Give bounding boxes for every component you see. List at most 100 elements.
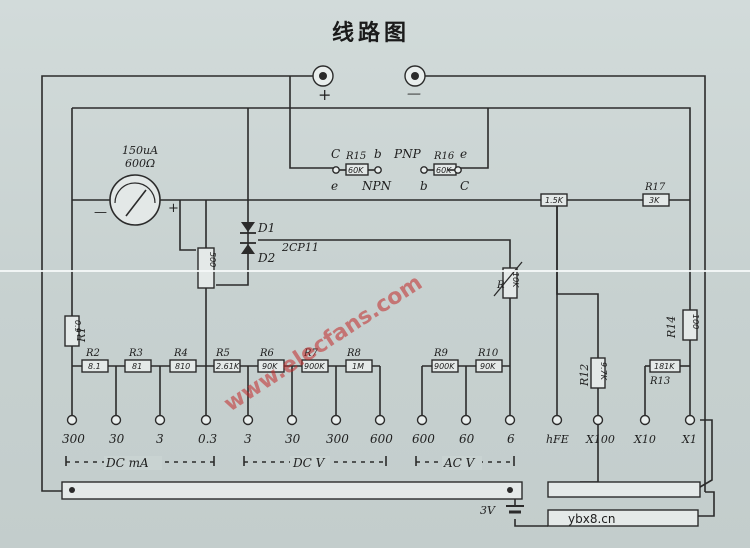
range-label: 600 [370, 432, 393, 446]
negative-terminal[interactable]: — [404, 65, 426, 102]
group-label-acv: AC V [443, 456, 476, 470]
range-pin-hfe[interactable] [551, 414, 563, 426]
range-label: 3 [156, 432, 164, 446]
range-label: X1 [681, 433, 697, 446]
resistor-r17: 3K R17 [642, 182, 670, 207]
pnp-b-label: b [420, 179, 428, 193]
range-pin-dcv-30[interactable] [286, 414, 298, 426]
npn-label: NPN [361, 179, 392, 193]
r2-label: R2 [85, 348, 100, 359]
range-switch-bar[interactable] [61, 481, 523, 500]
resistor-r7: 900K R7 [301, 348, 329, 373]
socket-pin-e[interactable] [454, 166, 462, 174]
range-pin-dcv-300[interactable] [330, 414, 342, 426]
range-pin-x100[interactable] [592, 414, 604, 426]
meter-negative: — [94, 205, 107, 220]
r15-value: 60K [348, 166, 364, 175]
diode-d1: D1 [240, 221, 275, 235]
battery-switch-bar[interactable] [547, 509, 699, 527]
r2-value: 8.1 [88, 362, 101, 371]
range-pin-dcv-3[interactable] [242, 414, 254, 426]
resistor-r8: 1M R8 [345, 348, 373, 373]
diode-part-label: 2CP11 [281, 241, 319, 254]
resistor-r1: 0.9 R1 [64, 315, 88, 347]
diagram-title: 线路图 [332, 20, 410, 46]
range-label: hFE [546, 433, 569, 446]
r3-value: 81 [132, 362, 142, 371]
npn-e-label: e [331, 179, 338, 193]
resistor-r13: 181K R13 [649, 359, 681, 387]
d2-label: D2 [257, 251, 275, 265]
range-pin-acv-600[interactable] [416, 414, 428, 426]
resistor-r12: 9.7K R12 [578, 357, 608, 389]
meter-positive: + [168, 201, 179, 216]
range-label: X10 [633, 433, 656, 446]
r10-label: R10 [477, 348, 499, 359]
r4-value: 810 [175, 362, 190, 371]
pot-value: 10K [511, 272, 520, 288]
battery: 3V [480, 504, 524, 517]
range-pin-x1[interactable] [684, 414, 696, 426]
r4-label: R4 [173, 348, 188, 359]
range-pin-dcv-600[interactable] [374, 414, 386, 426]
r17-value: 3K [649, 196, 660, 205]
range-label: X100 [585, 433, 615, 446]
resistor-r5: 2.61K R5 [213, 348, 241, 373]
range-label: 60 [459, 432, 475, 446]
switch-contact [69, 487, 75, 493]
r12-value: 9.7K [599, 362, 608, 381]
range-pin-acv-6[interactable] [504, 414, 516, 426]
meter-resistance: 600Ω [125, 157, 155, 170]
pnp-e-label: e [460, 147, 467, 161]
range-pin-dcma-300[interactable] [66, 414, 78, 426]
range-pin-acv-60[interactable] [460, 414, 472, 426]
r16-value: 60K [436, 166, 452, 175]
r5-label: R5 [215, 348, 230, 359]
meter-movement: 150uA 600Ω — + [94, 144, 179, 226]
range-label: 3 [244, 432, 252, 446]
r7-value: 900K [304, 362, 325, 371]
potentiometer-10k[interactable]: R 10K [493, 261, 523, 299]
r8-label: R8 [346, 348, 361, 359]
r14-label: R14 [665, 316, 678, 339]
r10-value: 90K [480, 362, 496, 371]
meter-current: 150uA [122, 144, 158, 157]
range-pins: 300 30 3 0.3 3 30 300 600 600 60 6 hFE X… [62, 414, 697, 446]
d1-label: D1 [257, 221, 275, 235]
r12-label: R12 [578, 364, 591, 387]
pot-label: R [496, 280, 505, 291]
socket-pin-b[interactable] [420, 166, 428, 174]
range-pin-dcma-30[interactable] [110, 414, 122, 426]
positive-terminal[interactable]: + [312, 65, 334, 104]
r6-value: 90K [262, 362, 278, 371]
r11-value: 1.5K [545, 196, 564, 205]
r5-value: 2.61K [216, 362, 240, 371]
range-pin-dcma-3[interactable] [154, 414, 166, 426]
socket-pin-e[interactable] [332, 166, 340, 174]
range-label: 30 [109, 432, 125, 446]
range-label: 300 [326, 432, 349, 446]
pnp-c-label: C [460, 179, 469, 193]
ohm-switch-bar[interactable] [547, 481, 701, 498]
range-label: 300 [62, 432, 85, 446]
resistor-r9: 900K R9 [431, 348, 459, 373]
r6-label: R6 [259, 348, 275, 359]
variable-resistor-500[interactable]: 500 [197, 247, 217, 289]
socket-pin-b[interactable] [374, 166, 382, 174]
npn-b-label: b [374, 147, 382, 161]
range-label: 600 [412, 432, 435, 446]
range-label: 30 [285, 432, 301, 446]
footer-watermark: ybx8.cn [568, 512, 615, 526]
transistor-socket: 60K 60K C R15 b PNP R16 e e NPN b C [331, 147, 469, 193]
range-pin-dcma-0.3[interactable] [200, 414, 212, 426]
pnp-label: PNP [393, 147, 422, 161]
negative-sign: — [407, 86, 421, 102]
r9-label: R9 [433, 348, 449, 359]
resistor-r6: 90K R6 [257, 348, 285, 373]
range-pin-x10[interactable] [639, 414, 651, 426]
r13-value: 181K [654, 362, 675, 371]
resistor-r3: 81 R3 [124, 348, 152, 373]
r17-label: R17 [644, 182, 666, 193]
